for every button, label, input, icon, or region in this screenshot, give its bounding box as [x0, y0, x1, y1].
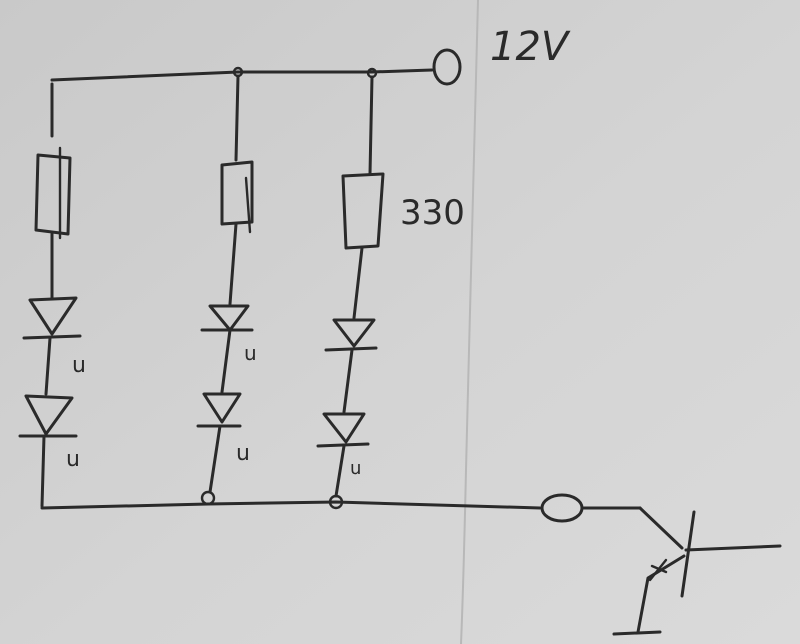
led-2a [208, 304, 250, 332]
transistor-base-lead [638, 506, 684, 550]
branch-3-wire-bottom [334, 444, 346, 498]
transistor-emitter-arrow [648, 558, 668, 582]
junction-node-bottom-2 [200, 490, 216, 506]
resistor-branch-3 [341, 172, 385, 250]
branch-3-wire-mid [352, 246, 364, 320]
ground-line [612, 630, 662, 636]
top-rail-wire [50, 68, 434, 82]
led-1a [28, 296, 78, 336]
led-branch-3: u [316, 75, 385, 498]
led-branch-2: u u [196, 74, 257, 494]
transistor-collector-lead [684, 544, 782, 552]
led-branch-1: u u [18, 82, 86, 508]
resistor-branch-2-stroke [244, 176, 252, 234]
led-2b-mark: u [236, 441, 250, 466]
led-1b [24, 394, 74, 436]
bottom-rail-wire [40, 500, 542, 510]
branch-2-wire-top [234, 74, 240, 162]
resistor-branch-2 [220, 160, 254, 226]
led-3b [322, 412, 366, 444]
led-1a-bar [22, 334, 82, 340]
led-2b [202, 392, 242, 424]
resistor-value-label: 330 [400, 193, 465, 233]
branch-1-wire-bottom [40, 434, 46, 508]
led-2a-mark: u [244, 341, 257, 365]
transistor [612, 506, 782, 636]
branch-2-wire-led [220, 328, 232, 394]
led-3a [332, 318, 376, 348]
led-3b-mark: u [350, 458, 361, 479]
branch-3-wire-top [368, 75, 374, 176]
transistor-emitter-lead [636, 554, 686, 634]
branch-1-wire-led [44, 336, 52, 396]
branch-3-wire-led [342, 348, 354, 414]
supply-terminal [432, 48, 462, 86]
branch-2-wire-mid [228, 222, 238, 306]
led-1a-mark: u [72, 353, 86, 378]
led-1b-mark: u [66, 447, 80, 472]
branch-2-wire-bottom [208, 424, 222, 494]
transistor-base-bar [680, 510, 696, 598]
paper-fold-line [460, 0, 479, 644]
supply-voltage-label: 12V [490, 24, 571, 70]
